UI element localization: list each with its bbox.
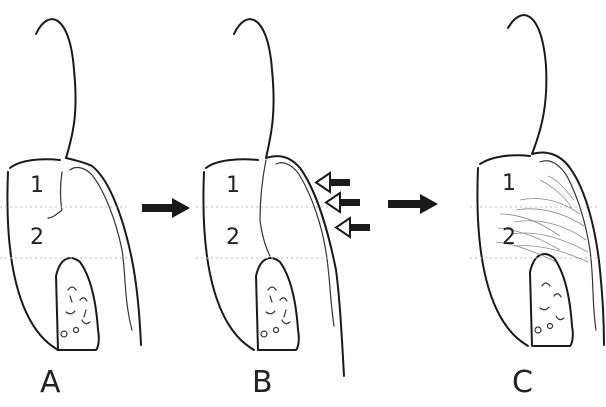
zone-1-label: 1	[226, 173, 240, 198]
right-arrow-icon	[388, 194, 438, 214]
zone-2-label: 2	[226, 225, 240, 250]
zone-2-label: 2	[30, 225, 44, 250]
bone-marrow-marks	[261, 287, 290, 337]
tooth-outline	[508, 15, 546, 154]
right-arrow-icon	[142, 198, 190, 218]
epithelium-edge	[260, 160, 270, 256]
left-hollow-arrow-icon	[326, 193, 360, 212]
zone-1-label: 1	[30, 173, 44, 198]
panel-letter-b: B	[252, 365, 273, 400]
panel-letter-a: A	[40, 365, 61, 400]
gingival-surface	[540, 161, 596, 330]
root-wall	[203, 172, 254, 350]
panel-b: 1 2 B	[196, 19, 370, 400]
left-hollow-arrow-icon	[336, 218, 370, 237]
zone-1-label: 1	[502, 171, 516, 196]
bone-marrow-marks	[61, 287, 90, 337]
epithelium-edge	[48, 172, 62, 218]
cementum-outline	[10, 159, 60, 168]
root-wall	[7, 172, 58, 350]
gingiva-outline	[266, 156, 344, 376]
tooth-outline	[36, 19, 76, 158]
bone-marrow-marks	[535, 283, 564, 333]
cementum-outline	[206, 159, 258, 168]
tooth-outline	[234, 19, 274, 158]
panel-c: 1 2 C	[470, 15, 604, 400]
zone-2-label: 2	[502, 225, 516, 250]
left-hollow-arrow-icon	[316, 173, 350, 192]
panel-letter-c: C	[512, 365, 533, 400]
gingival-surface	[70, 168, 132, 330]
cementum-outline	[480, 155, 530, 164]
panel-a: 1 2 A	[0, 19, 141, 400]
